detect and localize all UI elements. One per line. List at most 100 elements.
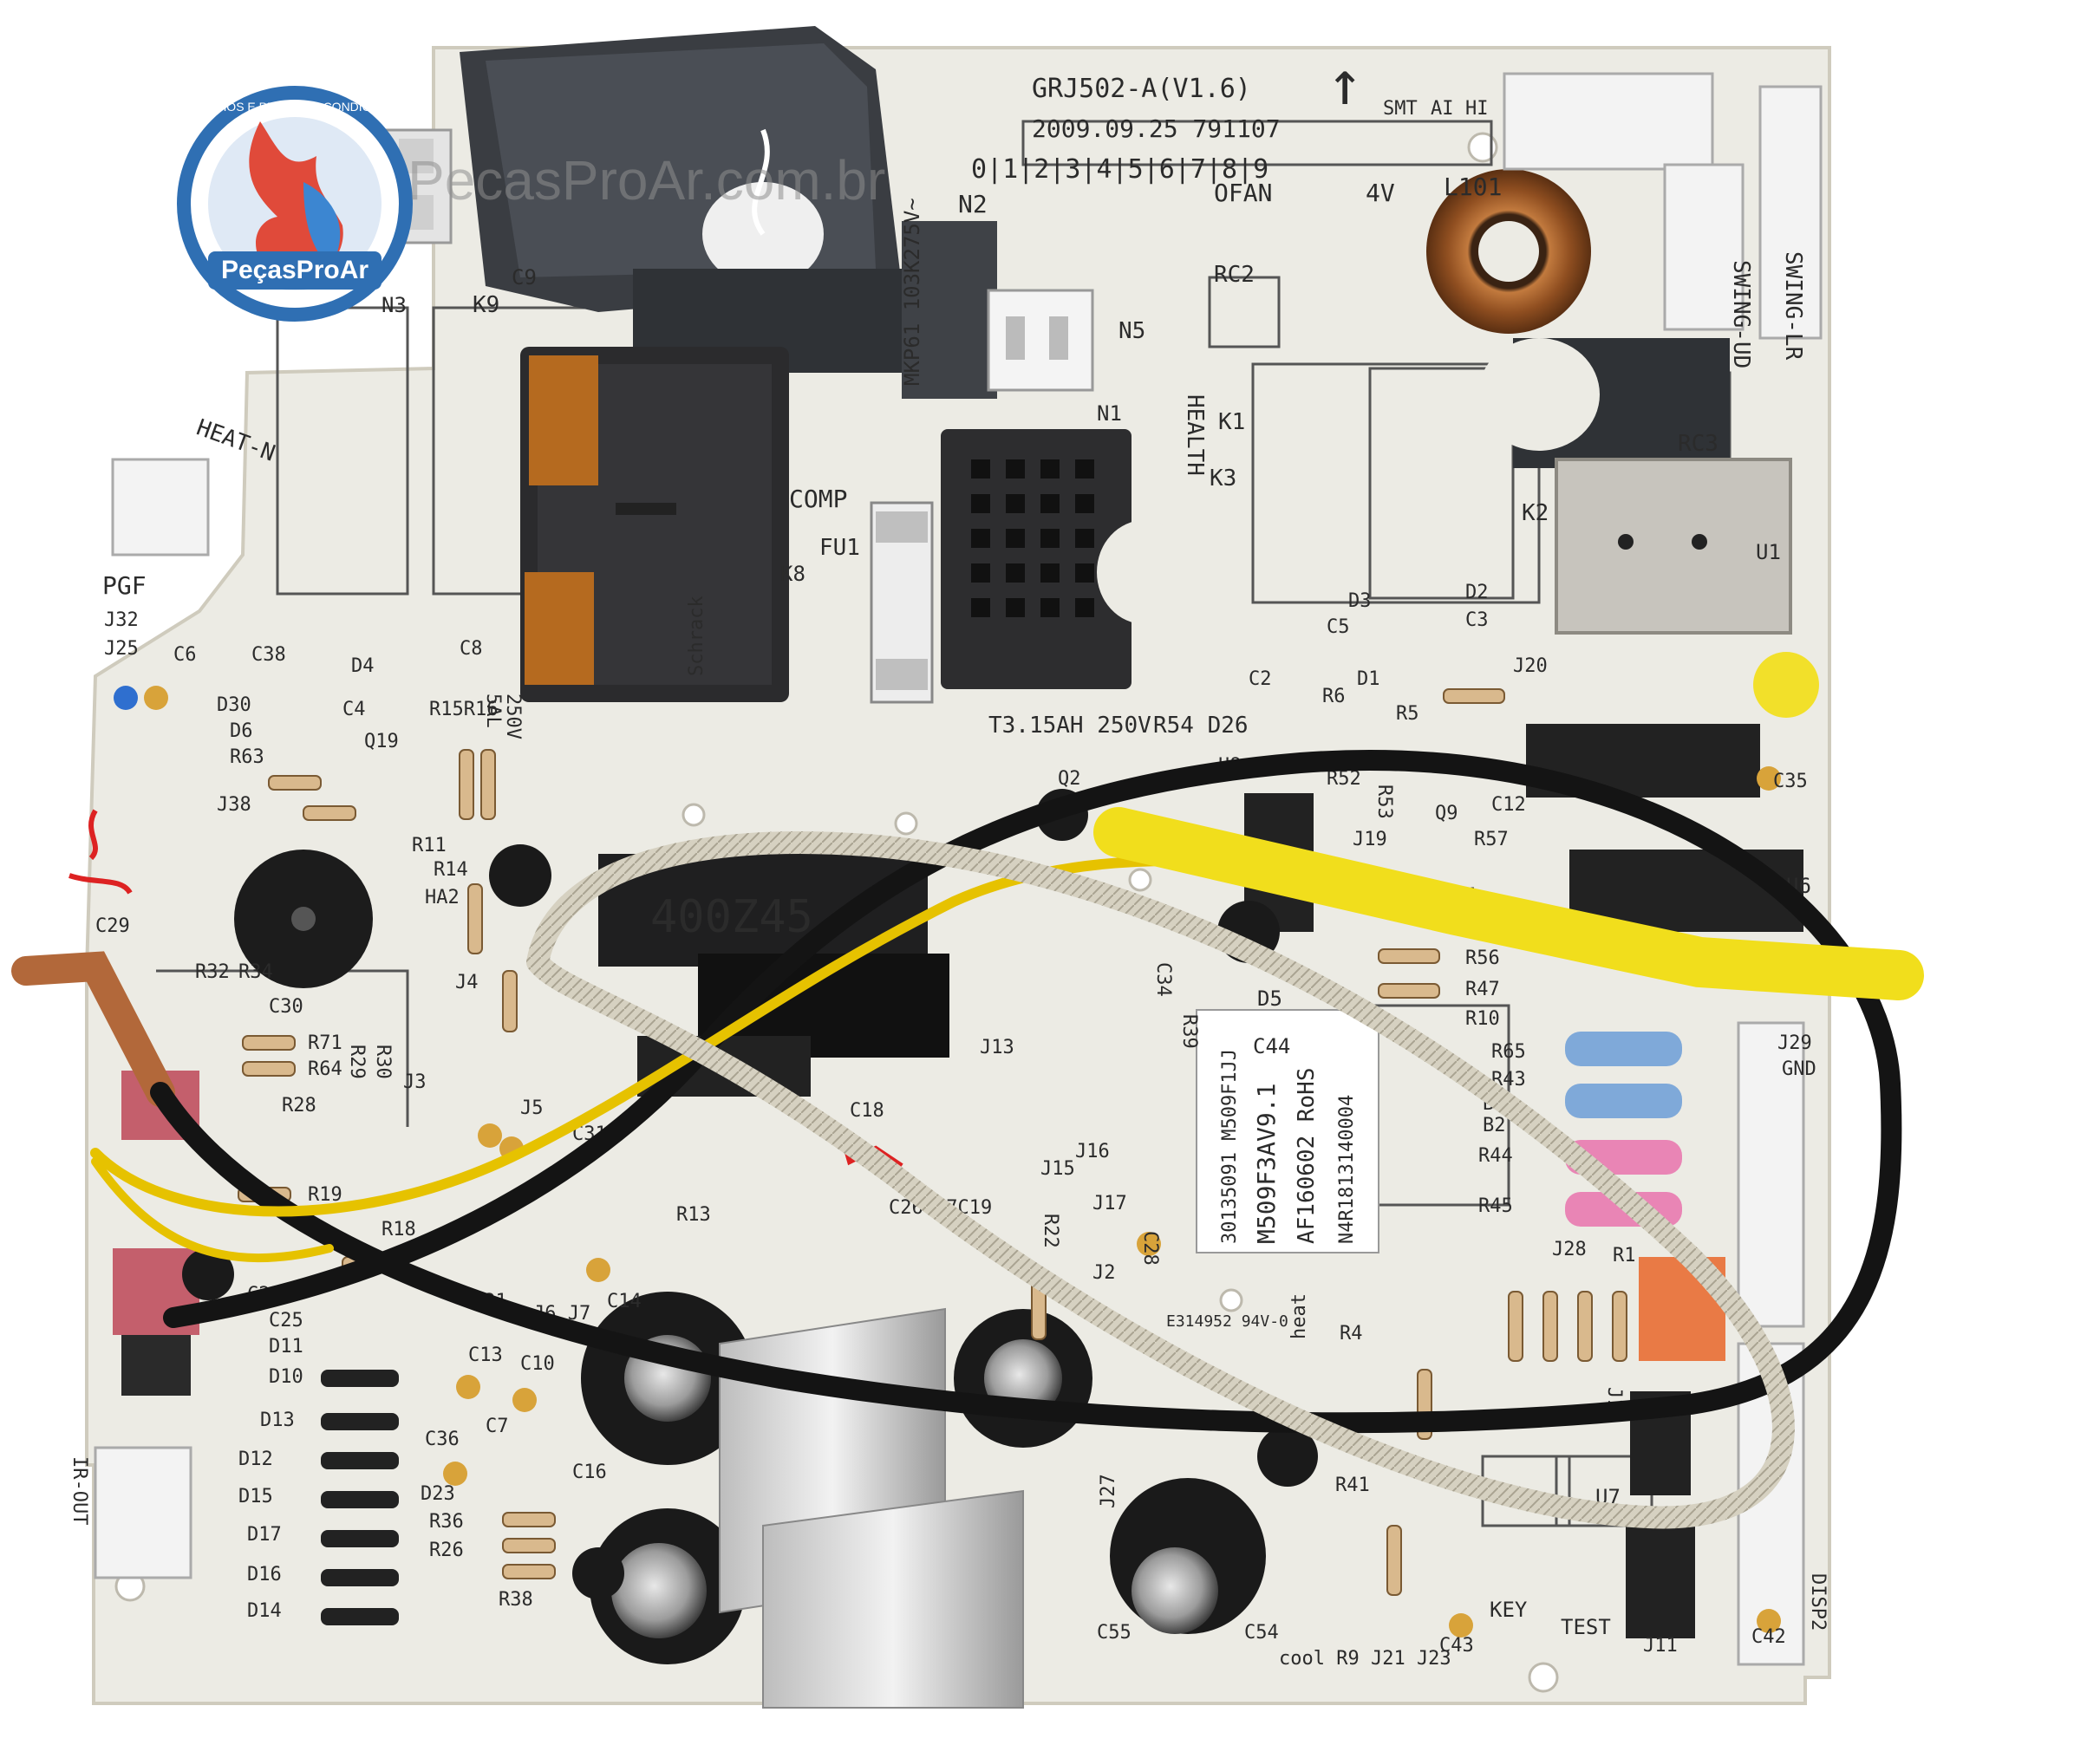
label-j19: J19: [1353, 829, 1387, 850]
label-r4: R4: [1340, 1323, 1363, 1345]
label-r38: R38: [499, 1589, 533, 1611]
label-r22: R22: [1040, 1214, 1061, 1248]
label-c14: C14: [607, 1291, 642, 1312]
label-c35: C35: [1773, 771, 1808, 792]
label-c55: C55: [1097, 1622, 1132, 1644]
label-u1: U1: [1756, 540, 1781, 564]
sticker-line4: N4R1813140004: [1336, 1095, 1358, 1244]
label-r65: R65: [1491, 1041, 1526, 1063]
sticker-line1: 30135091 M509F1JJ: [1219, 1049, 1241, 1244]
label-j5: J5: [520, 1097, 544, 1119]
label-heat: heat: [1288, 1293, 1310, 1339]
thermistor-probe: [11, 951, 175, 1107]
relay-brand: Schrack: [686, 596, 708, 676]
label-r28: R28: [282, 1095, 316, 1117]
label-c10: C10: [520, 1353, 555, 1375]
label-r13: R13: [676, 1204, 711, 1226]
label-disp2: DISP2: [1807, 1573, 1829, 1631]
label-c4: C4: [342, 699, 366, 720]
label-r26: R26: [429, 1540, 464, 1561]
label-j20: J20: [1513, 655, 1548, 677]
relay-rc3: [1478, 338, 1730, 468]
label-j2: J2: [1092, 1262, 1116, 1284]
direction-arrow: ↑: [1327, 48, 1363, 119]
label-k9: K9: [473, 292, 499, 318]
label-fu1: FU1: [819, 535, 860, 561]
label-comp: COMP: [789, 485, 847, 513]
badge-ring-text: APARELHOS E PEÇAS AR CONDICIONADO: [171, 100, 419, 114]
label-pgf: PGF: [102, 571, 147, 600]
ul-mark: E314952 94V-0: [1166, 1312, 1288, 1331]
label-q2: Q2: [1058, 768, 1081, 790]
label-j29: J29: [1777, 1032, 1812, 1054]
watermark-site-text: PecasProAr.com.br: [408, 149, 885, 212]
label-q19: Q19: [364, 731, 399, 752]
relay-4way: [941, 429, 1192, 689]
label-r5: R5: [1396, 703, 1419, 725]
mounting-holes: [114, 132, 1802, 1693]
label-c13: C13: [468, 1345, 503, 1366]
label-k2: K2: [1522, 500, 1549, 526]
label-ha2: HA2: [425, 887, 460, 908]
label-r34: R34: [238, 961, 273, 983]
label-r39: R39: [1178, 1014, 1200, 1049]
label-d10: D10: [269, 1366, 303, 1388]
label-c8: C8: [460, 638, 483, 660]
connector-top-right: [1503, 72, 1823, 340]
label-r15r16: R15R16: [429, 699, 498, 720]
label-c38: C38: [251, 644, 286, 666]
label-c9: C9: [512, 265, 537, 290]
sticker-line2: M509F3AV9.1: [1252, 1084, 1281, 1244]
label-ofan: OFAN: [1214, 179, 1272, 207]
label-c2: C2: [1249, 668, 1272, 690]
check-hi: HI: [1465, 98, 1489, 120]
yellow-sleeve: [1093, 807, 1924, 1000]
board-model: GRJ502-A(V1.6): [1032, 74, 1251, 104]
label-swing-ud: SWING-UD: [1728, 260, 1754, 368]
label-ir-out: IR-OUT: [68, 1456, 90, 1525]
label-d13: D13: [260, 1410, 295, 1431]
label-d12: D12: [238, 1449, 273, 1470]
shield-u1: [1555, 458, 1792, 635]
label-d30: D30: [217, 694, 251, 716]
label-d5: D5: [1257, 986, 1282, 1011]
label-c30: C30: [269, 996, 303, 1018]
sensor-wires: [90, 750, 1904, 1529]
label-n3: N3: [382, 293, 407, 317]
label-d11: D11: [269, 1336, 303, 1358]
label-r29: R29: [346, 1045, 368, 1079]
capacitor-x2-mark: MKP61 103K275V~: [900, 198, 924, 386]
label-rc2: RC2: [1214, 262, 1255, 288]
label-d3: D3: [1348, 590, 1372, 612]
label-c7: C7: [486, 1416, 509, 1437]
label-k3: K3: [1210, 466, 1236, 492]
board-date-code: 2009.09.25 791107: [1032, 114, 1281, 143]
label-fuse-rating: T3.15AH 250V: [988, 713, 1151, 739]
label-r64: R64: [308, 1058, 342, 1080]
label-d6: D6: [230, 720, 253, 742]
label-r19: R19: [308, 1184, 342, 1206]
label-j16: J16: [1075, 1141, 1110, 1162]
label-r71: R71: [308, 1032, 342, 1054]
x2-capacitor: [460, 26, 902, 312]
label-c18: C18: [850, 1100, 884, 1122]
label-cool-row: cool R9 J21 J23: [1279, 1648, 1451, 1670]
label-c42: C42: [1751, 1626, 1786, 1648]
label-d1: D1: [1357, 668, 1380, 690]
label-test: TEST: [1561, 1615, 1611, 1639]
label-j4: J4: [455, 972, 479, 993]
digit-strip: 0|1|2|3|4|5|6|7|8|9: [971, 154, 1268, 185]
label-d17: D17: [247, 1524, 282, 1546]
label-c3: C3: [1465, 609, 1489, 631]
label-4v: 4V: [1366, 179, 1395, 207]
label-d4: D4: [351, 655, 375, 677]
label-health: HEALTH: [1182, 394, 1208, 476]
label-j3: J3: [403, 1071, 427, 1093]
label-n2: N2: [958, 190, 988, 218]
label-j25: J25: [104, 638, 139, 660]
label-5al: 5AL: [482, 693, 504, 728]
label-d23: D23: [421, 1483, 455, 1505]
label-r63: R63: [230, 746, 264, 768]
label-l101: L101: [1444, 173, 1502, 201]
label-n1: N1: [1097, 401, 1122, 426]
